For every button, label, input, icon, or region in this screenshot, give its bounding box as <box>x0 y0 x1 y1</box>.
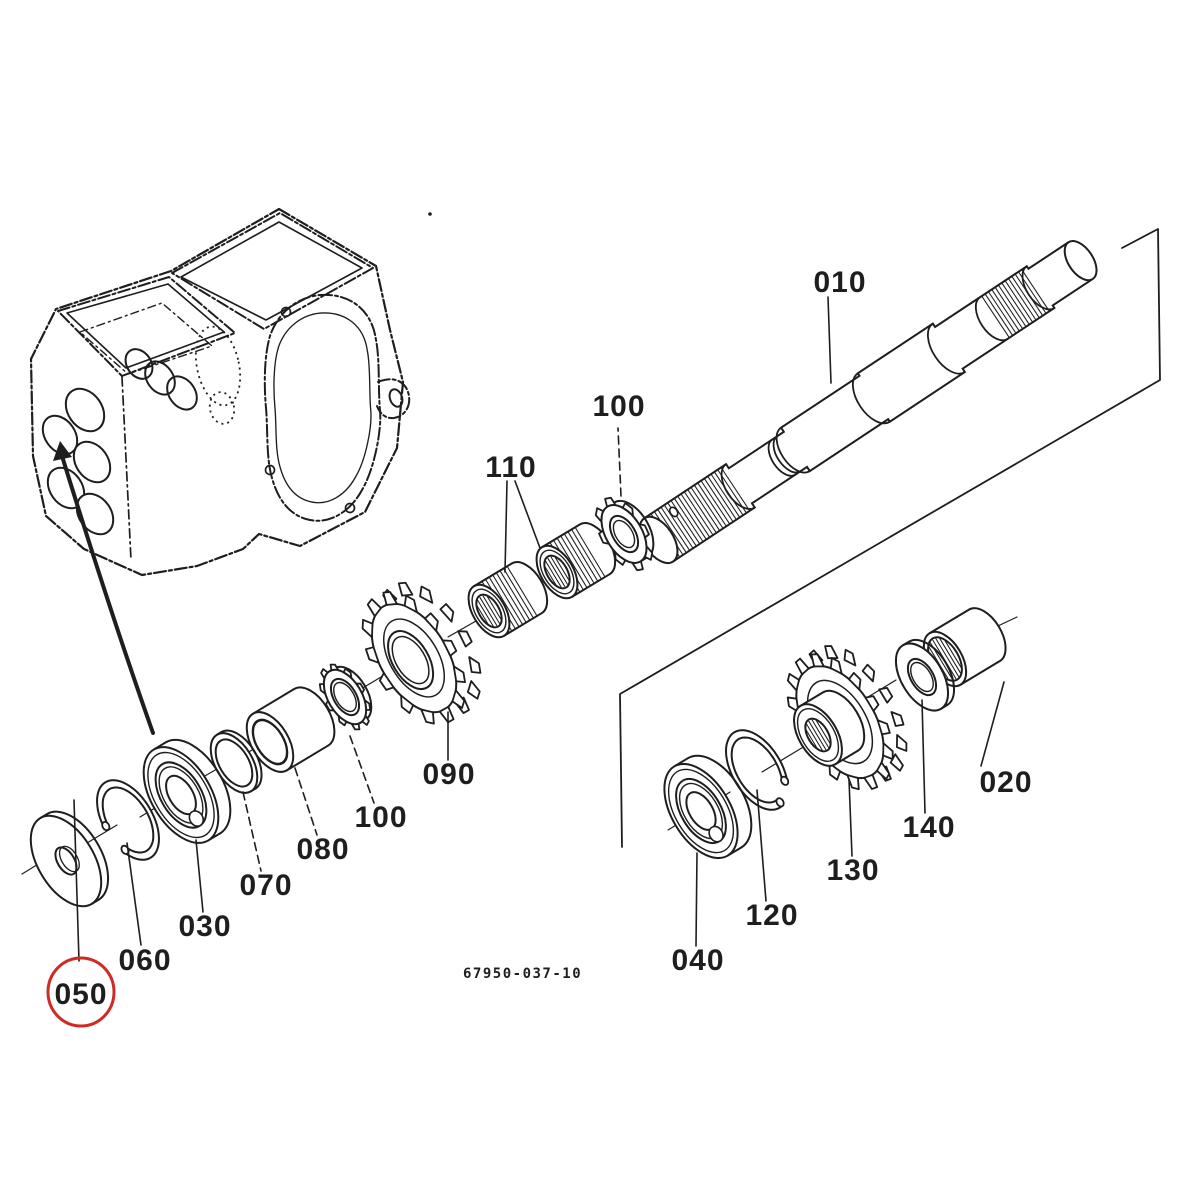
callout-010[interactable]: 010 <box>813 266 866 299</box>
callout-070[interactable]: 070 <box>239 869 292 902</box>
highlight-circle-050 <box>46 956 116 1028</box>
part-100-tab-washer-b <box>318 663 373 731</box>
drawing-number: 67950-037-10 <box>463 966 582 982</box>
callout-050[interactable]: 050 <box>54 978 107 1011</box>
exploded-parts <box>29 240 1098 908</box>
part-050-washer <box>29 810 110 908</box>
callout-060[interactable]: 060 <box>118 944 171 977</box>
callout-080[interactable]: 080 <box>296 833 349 866</box>
callout-120[interactable]: 120 <box>745 899 798 932</box>
callout-020[interactable]: 020 <box>979 766 1032 799</box>
leader-lines <box>73 296 1005 962</box>
callout-110[interactable]: 110 <box>485 451 536 484</box>
part-110-needle-bearing-b <box>535 522 617 600</box>
transmission-case-drawing <box>29 207 432 577</box>
callout-090[interactable]: 090 <box>422 758 475 791</box>
callout-labels: 010 100 110 090 100 080 070 030 060 050 … <box>54 266 1032 1011</box>
part-110-needle-bearing-a <box>467 561 549 639</box>
part-140-washer <box>894 638 955 712</box>
assembly-location-arrow <box>53 441 155 735</box>
callout-140[interactable]: 140 <box>902 811 955 844</box>
part-100-slotted-collar-a <box>594 496 655 572</box>
callout-100-a[interactable]: 100 <box>592 390 645 423</box>
reference-plane-outline <box>619 228 1161 848</box>
callout-130[interactable]: 130 <box>826 854 879 887</box>
callout-100-b[interactable]: 100 <box>354 801 407 834</box>
part-040-ball-bearing <box>663 754 753 860</box>
part-030-ball-bearing <box>142 738 232 844</box>
callout-040[interactable]: 040 <box>671 944 724 977</box>
callout-030[interactable]: 030 <box>178 910 231 943</box>
part-090-double-gear <box>361 581 482 725</box>
